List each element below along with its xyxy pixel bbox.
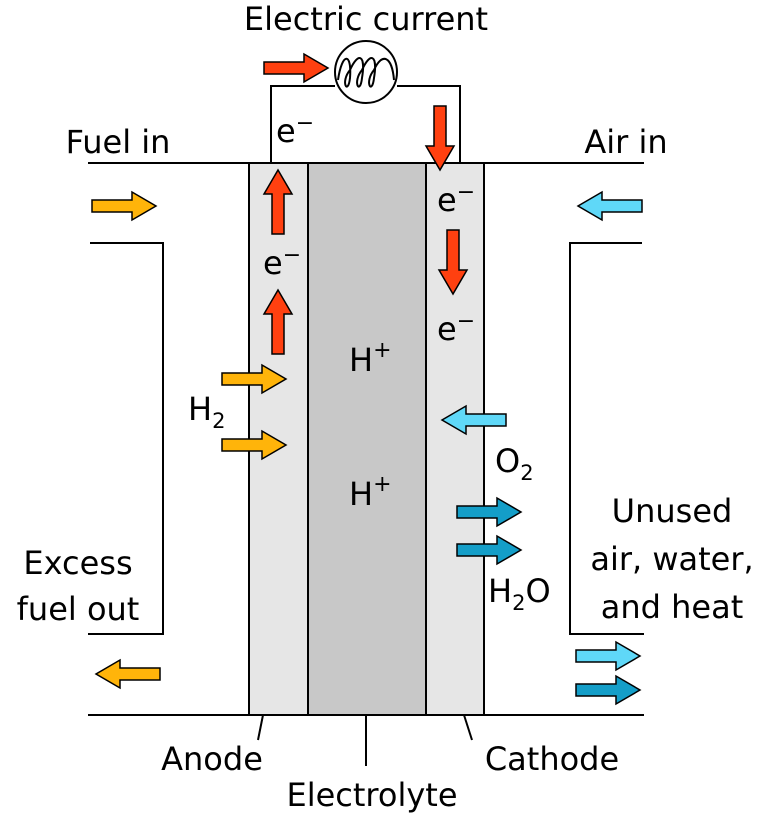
electron-label-cathode-top: e− [437, 180, 475, 219]
electrolyte-label: Electrolyte [286, 776, 457, 814]
unused-water-arrow [575, 675, 641, 705]
electron-label-cathode-bottom: e− [437, 309, 475, 348]
fuel-in-label: Fuel in [66, 123, 171, 161]
circuit-wire-right [397, 85, 461, 163]
unused-label-line1: Unused [612, 492, 733, 530]
electron-label-circuit: e− [276, 111, 314, 150]
excess-fuel-label-line1: Excess [23, 544, 132, 582]
fuel-in-arrow [91, 191, 157, 221]
h2o-label: H2O [488, 572, 551, 615]
cathode-label: Cathode [485, 740, 619, 778]
o2-label: O2 [495, 442, 534, 485]
leader-lines [257, 714, 473, 766]
electric-current-label: Electric current [244, 0, 488, 38]
hydrogen-ion-label-lower: H+ [349, 472, 392, 513]
hydrogen-ion-label-upper: H+ [349, 338, 392, 379]
electron-arrow-into-cathode [425, 105, 455, 171]
external-circuit-wire [270, 85, 335, 163]
lamp-icon [334, 40, 398, 104]
unused-label-line3: and heat [601, 588, 744, 626]
excess-fuel-label-line2: fuel out [17, 590, 140, 628]
electron-label-anode: e− [263, 243, 301, 282]
electron-arrow-circuit [263, 53, 329, 83]
air-in-arrow [577, 191, 643, 221]
h2-label: H2 [188, 390, 225, 433]
electrolyte-layer [307, 162, 427, 716]
air-in-label: Air in [584, 123, 667, 161]
unused-air-arrow [575, 641, 641, 671]
unused-label-line2: air, water, [590, 540, 753, 578]
excess-fuel-arrow [95, 659, 161, 689]
anode-label: Anode [161, 740, 263, 778]
